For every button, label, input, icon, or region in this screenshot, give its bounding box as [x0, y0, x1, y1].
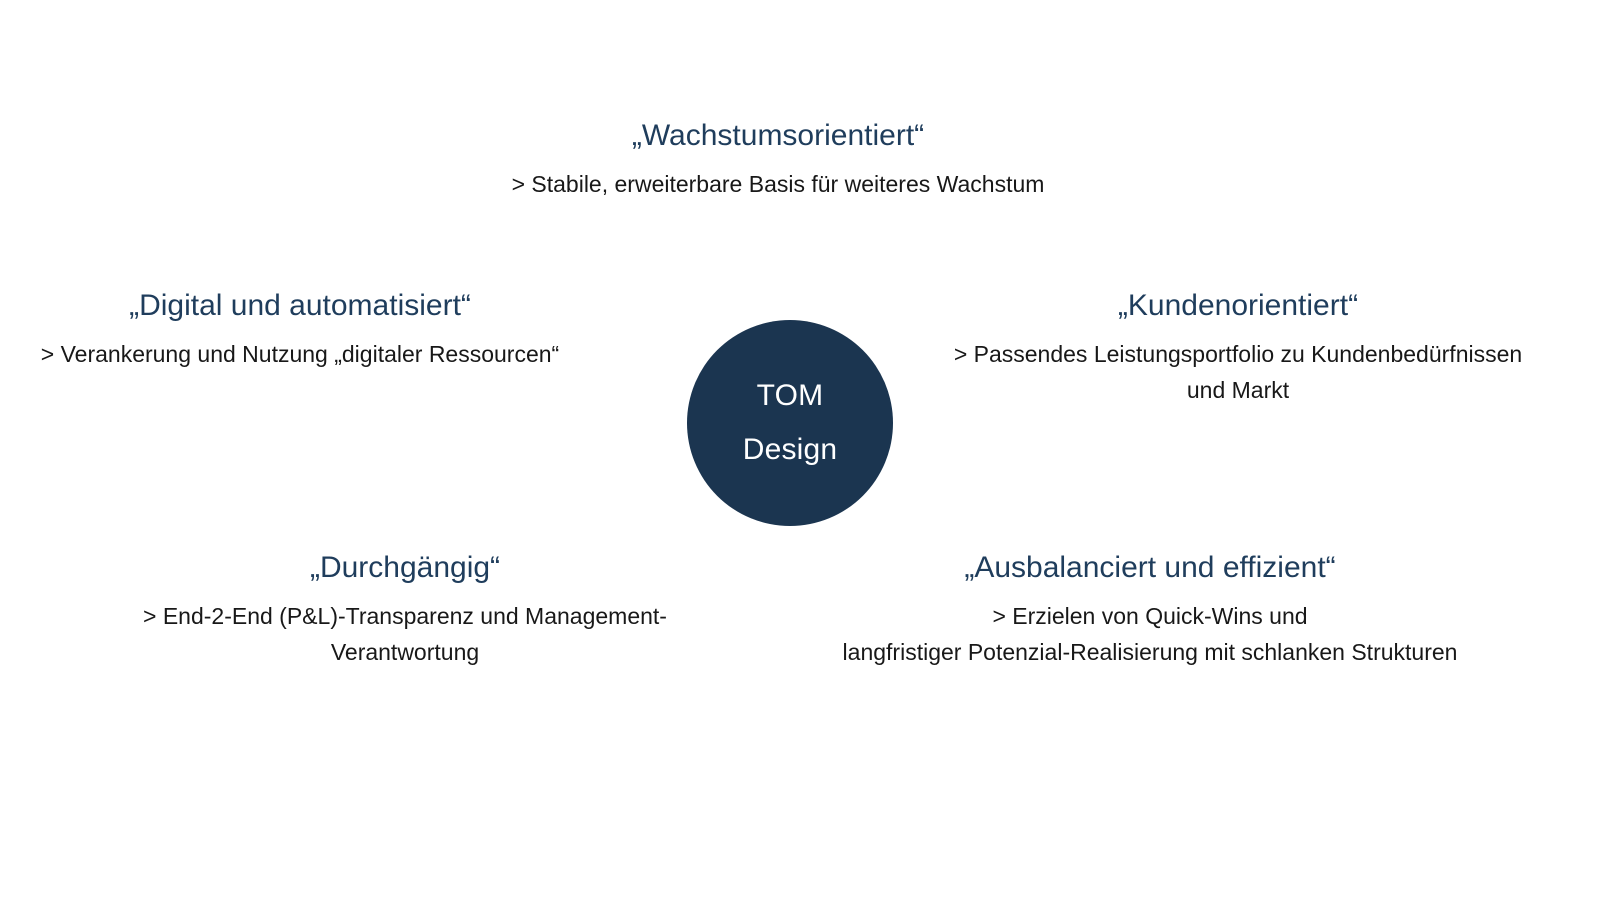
node-body-line: > Erzielen von Quick-Wins und [992, 603, 1308, 630]
hub-label-line-2: Design [742, 433, 838, 466]
node-body-digital-und-automatisiert: > Verankerung und Nutzung „digitaler Res… [0, 337, 610, 372]
node-body-line: > Passendes Leistungsportfolio zu Kunden… [953, 341, 1523, 368]
node-title-ausbalanciert-und-effizient: „Ausbalanciert und effizient“ [964, 551, 1336, 584]
node-body-line: > Verankerung und Nutzung „digitaler Res… [40, 341, 560, 368]
node-title-kundenorientiert: „Kundenorientiert“ [1117, 289, 1359, 322]
node-body-line: Verantwortung [330, 639, 480, 666]
node-body-kundenorientiert: > Passendes Leistungsportfolio zu Kunden… [888, 337, 1588, 408]
node-body-wachstumsorientiert: > Stabile, erweiterbare Basis für weiter… [378, 167, 1178, 202]
node-body-ausbalanciert-und-effizient: > Erzielen von Quick-Wins und langfristi… [785, 599, 1515, 670]
hub-label-line-1: TOM [756, 379, 824, 412]
node-durchgaengig[interactable]: „Durchgängig“ > End-2-End (P&L)-Transpar… [95, 550, 715, 671]
node-body-line: > Stabile, erweiterbare Basis für weiter… [511, 171, 1045, 198]
node-title-digital-und-automatisiert: „Digital und automatisiert“ [129, 289, 471, 322]
node-title-wachstumsorientiert: „Wachstumsorientiert“ [631, 119, 925, 152]
node-body-line: und Markt [1186, 377, 1290, 404]
node-kundenorientiert[interactable]: „Kundenorientiert“ > Passendes Leistungs… [888, 288, 1588, 409]
node-wachstumsorientiert[interactable]: „Wachstumsorientiert“ > Stabile, erweite… [378, 118, 1178, 202]
node-body-line: langfristiger Potenzial-Realisierung mit… [842, 639, 1458, 666]
node-digital-und-automatisiert[interactable]: „Digital und automatisiert“ > Verankerun… [0, 288, 610, 372]
node-title-durchgaengig: „Durchgängig“ [309, 551, 501, 584]
node-ausbalanciert-und-effizient[interactable]: „Ausbalanciert und effizient“ > Erzielen… [785, 550, 1515, 671]
node-body-line: > End-2-End (P&L)-Transparenz und Manage… [143, 603, 667, 630]
tom-design-hub-circle[interactable]: TOM Design [687, 320, 893, 526]
node-body-durchgaengig: > End-2-End (P&L)-Transparenz und Manage… [95, 599, 715, 670]
